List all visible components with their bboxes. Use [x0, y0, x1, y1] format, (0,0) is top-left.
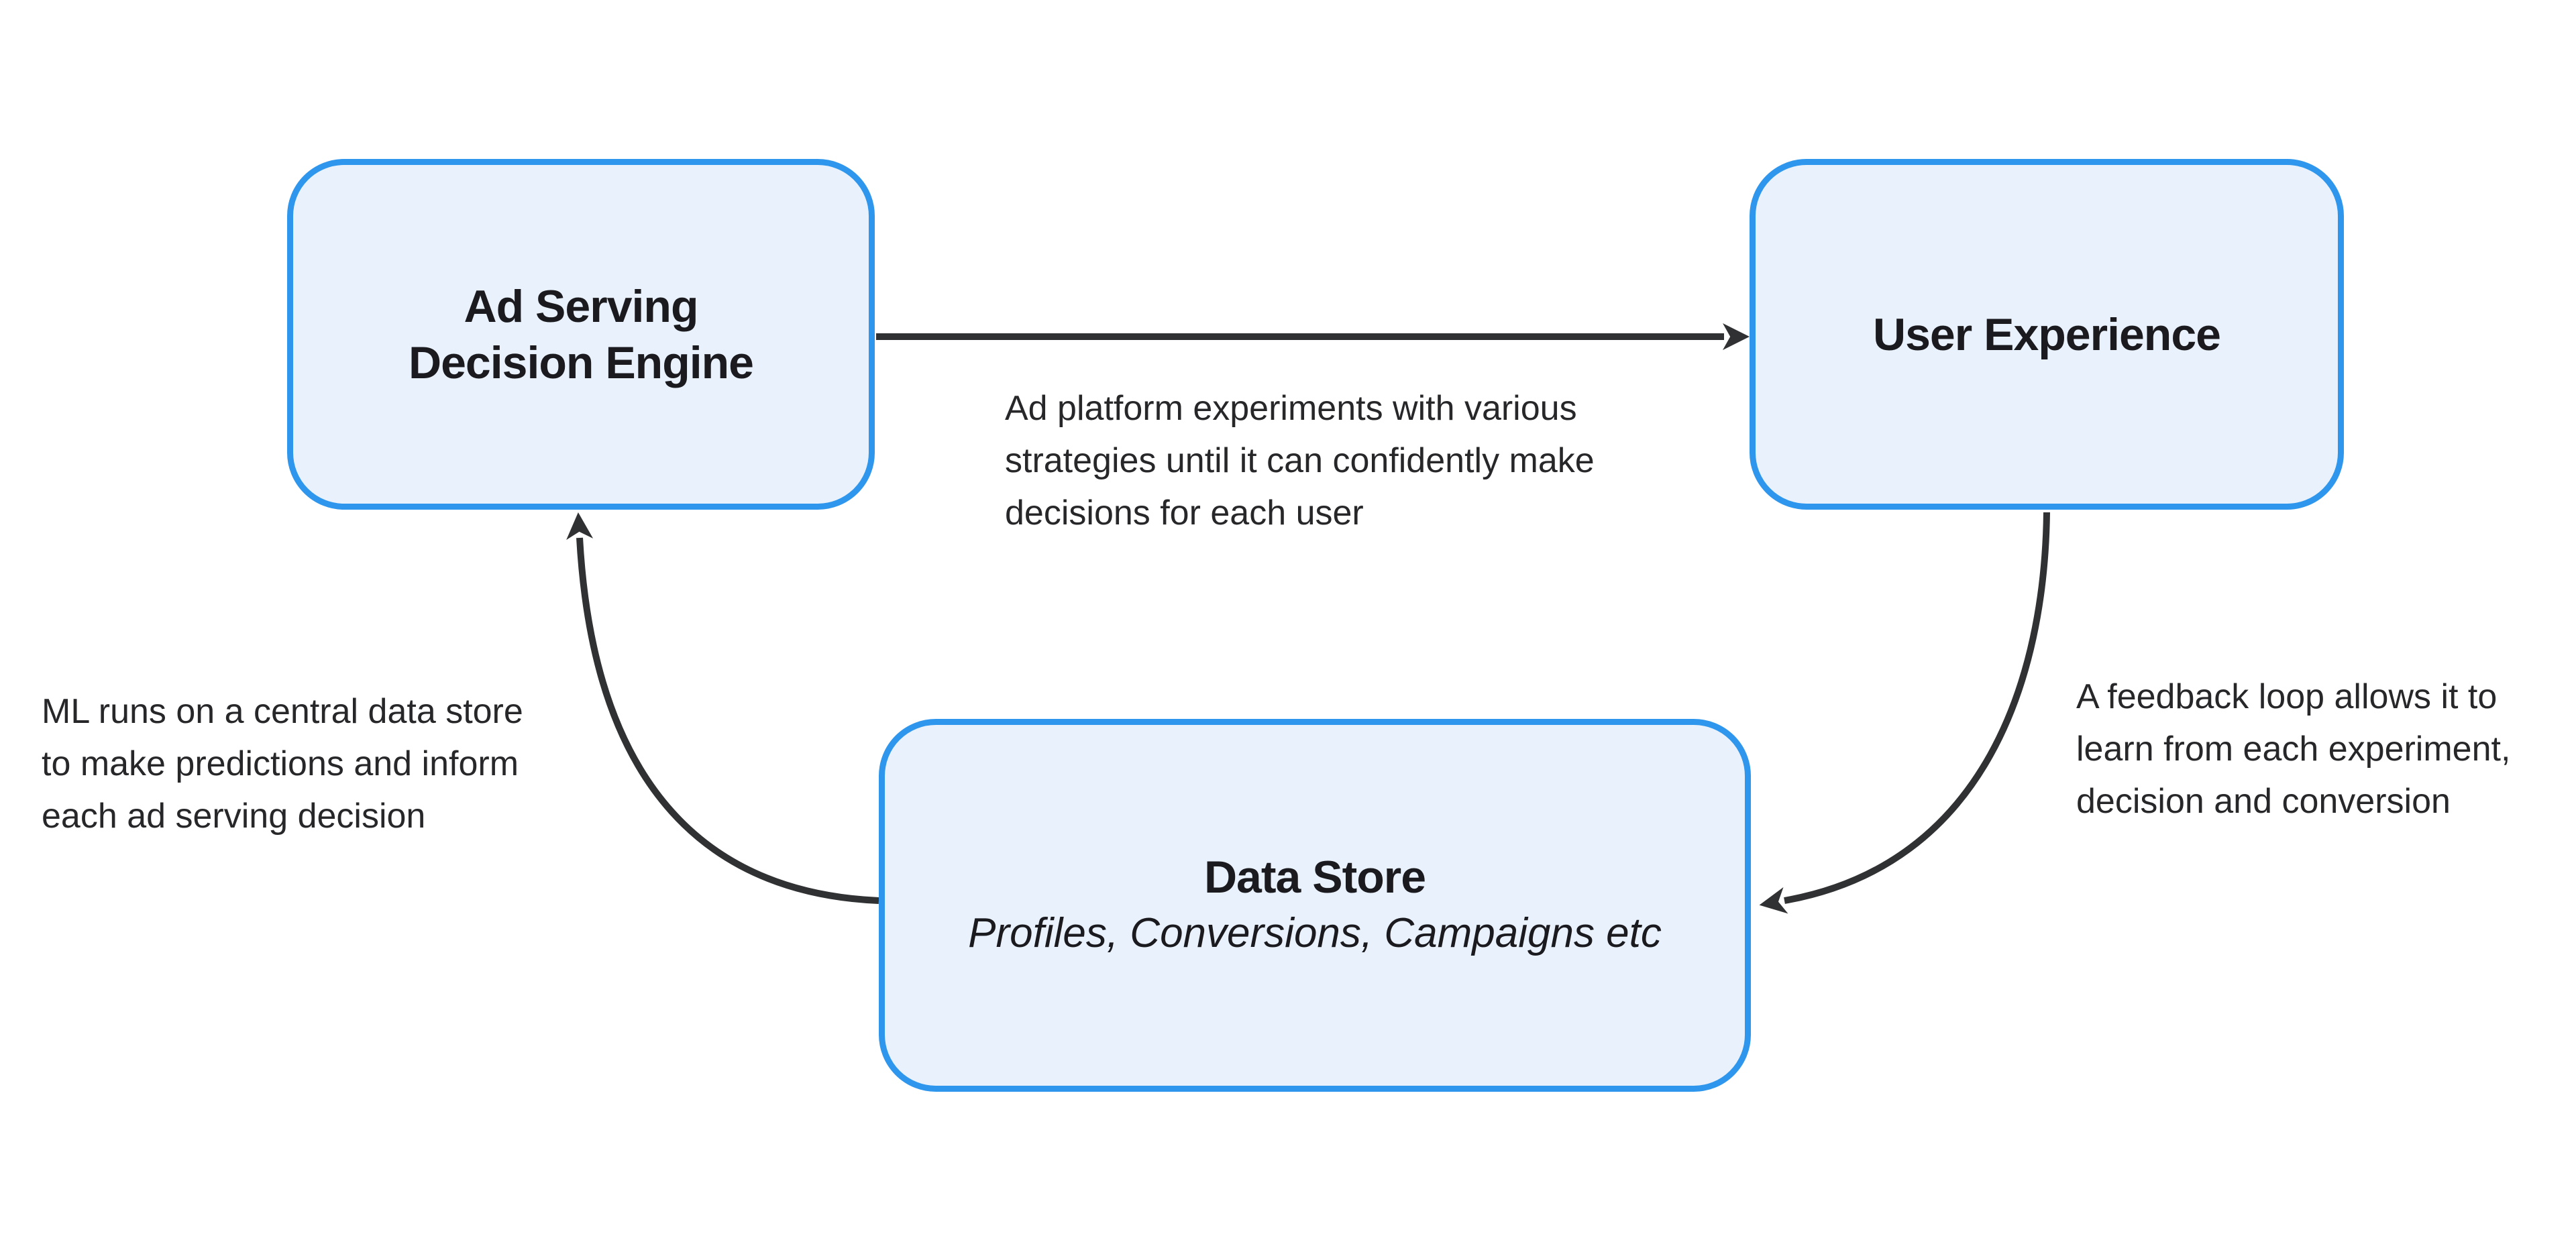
edge-annotation-engine-to-ux: Ad platform experiments with various str…: [1005, 389, 1595, 532]
node-sublabel: Profiles, Conversions, Campaigns etc: [968, 910, 1662, 956]
node-label: Ad Serving Decision Engine: [409, 280, 754, 388]
edge-annotation-ux-to-datastore: A feedback loop allows it to learn from …: [2076, 677, 2511, 821]
arrow-datastore-to-engine: [566, 512, 879, 904]
node-label: User Experience: [1873, 308, 2221, 360]
node-ad-serving-decision-engine: Ad Serving Decision Engine: [287, 159, 875, 510]
node-label: Data Store: [1203, 852, 1426, 903]
arrow-ux-to-datastore: [1759, 512, 2050, 914]
edge-annotation-datastore-to-engine: ML runs on a central data store to make …: [42, 692, 523, 836]
node-user-experience: User Experience: [1750, 159, 2344, 510]
node-data-store: Data Store Profiles, Conversions, Campai…: [879, 719, 1751, 1092]
